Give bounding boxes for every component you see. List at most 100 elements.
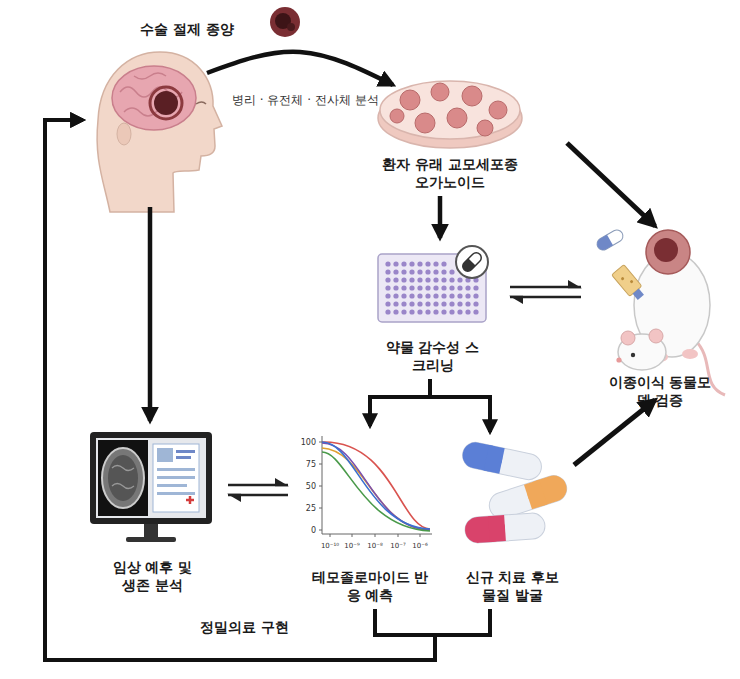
capsule-blue — [595, 235, 613, 252]
drug-capsule — [595, 228, 625, 252]
well — [465, 301, 470, 306]
organoid-dish: 환자 유래 교모세포종 오가노이드 — [365, 55, 535, 192]
well — [409, 293, 414, 298]
dish-top — [380, 81, 520, 139]
well — [393, 301, 398, 306]
well — [441, 309, 446, 314]
connector-line — [567, 143, 655, 226]
patient-head — [85, 45, 215, 205]
capsule-pink — [464, 512, 546, 544]
capsule-color — [524, 472, 570, 509]
well — [385, 277, 390, 282]
node-caption: 약물 감수성 스크리닝 — [380, 339, 485, 375]
harpoon-head — [227, 494, 241, 502]
well — [433, 269, 438, 274]
capsule-color — [488, 515, 506, 542]
head-eye — [196, 102, 206, 104]
well — [417, 261, 422, 266]
well — [441, 277, 446, 282]
clinical-monitor — [90, 432, 212, 542]
organoid-dish — [378, 81, 522, 148]
well — [425, 301, 430, 306]
axis-tick: 10⁻⁹ — [344, 542, 359, 550]
axis-tick: 10⁻⁶ — [412, 542, 427, 550]
well — [385, 293, 390, 298]
flow-connector — [574, 400, 655, 465]
mri-panel — [98, 440, 148, 516]
record-panel — [153, 444, 199, 512]
harpoon-head — [568, 280, 582, 288]
dosing-pipette — [612, 265, 647, 303]
axis-tick: 10⁻⁸ — [367, 542, 382, 550]
patient-head — [97, 52, 222, 212]
head-profile — [97, 52, 222, 212]
well — [441, 261, 446, 266]
node-caption: 환자 유래 교모세포종 오가노이드 — [380, 156, 520, 192]
well — [433, 309, 438, 314]
organoid — [390, 109, 404, 123]
monitor-base — [126, 537, 176, 542]
well — [457, 309, 462, 314]
organoid — [477, 120, 493, 136]
record-line — [157, 468, 195, 471]
mouse-leg — [682, 349, 698, 359]
tumor-core — [287, 23, 295, 31]
brain-tumor — [154, 91, 178, 115]
capsule-color — [524, 480, 547, 510]
well — [409, 285, 414, 290]
equilibrium-line — [228, 494, 288, 497]
record-cross — [186, 496, 194, 504]
monitor-stand — [144, 524, 158, 537]
response-curve — [322, 448, 430, 530]
well — [401, 269, 406, 274]
flow-connector — [509, 280, 582, 304]
well — [401, 285, 406, 290]
capsule-dark — [461, 258, 476, 273]
equilibrium-line — [228, 484, 288, 487]
flow-connector — [45, 120, 490, 660]
well — [417, 301, 422, 306]
well — [385, 309, 390, 314]
equilibrium-line — [510, 296, 581, 299]
node-caption: 이종이식 동물모델 검증 — [603, 374, 718, 410]
response-curve — [322, 442, 430, 529]
flow-connector — [430, 379, 490, 432]
well — [409, 301, 414, 306]
well — [409, 261, 414, 266]
record-line — [157, 492, 195, 495]
drug-badge-capsule — [461, 251, 484, 274]
well — [385, 285, 390, 290]
well — [425, 277, 430, 282]
brain — [112, 66, 196, 130]
axis-tick: 50 — [306, 482, 316, 491]
axis-tick: 10⁻⁷ — [390, 542, 405, 550]
mouse-nose — [616, 357, 621, 362]
capsule-blue — [460, 440, 544, 482]
node-caption: 임상 예후 및 생존 분석 — [107, 559, 199, 595]
response-curve — [322, 452, 430, 531]
well — [457, 301, 462, 306]
connector-line — [370, 379, 430, 426]
pipette-tip — [633, 289, 644, 300]
capsule-color — [464, 515, 506, 544]
capsule-white — [460, 440, 544, 482]
flow-connector — [207, 52, 393, 85]
axis-tick: 0 — [311, 526, 316, 535]
organoid — [489, 101, 507, 119]
capsule-white — [464, 512, 546, 544]
well — [433, 277, 438, 282]
well-plate — [378, 246, 488, 322]
connector-label: 정밀의료 구현 — [200, 619, 289, 637]
node-caption: 신규 치료 후보물질 발굴 — [460, 569, 565, 605]
organoid — [415, 113, 435, 133]
well — [417, 269, 422, 274]
organoid — [400, 90, 420, 110]
monitor-screen — [96, 438, 206, 518]
capsule-white — [595, 228, 625, 252]
well — [449, 285, 454, 290]
well — [393, 277, 398, 282]
well — [441, 269, 446, 274]
capsule-white — [461, 251, 484, 274]
tumor-blob — [270, 7, 300, 37]
